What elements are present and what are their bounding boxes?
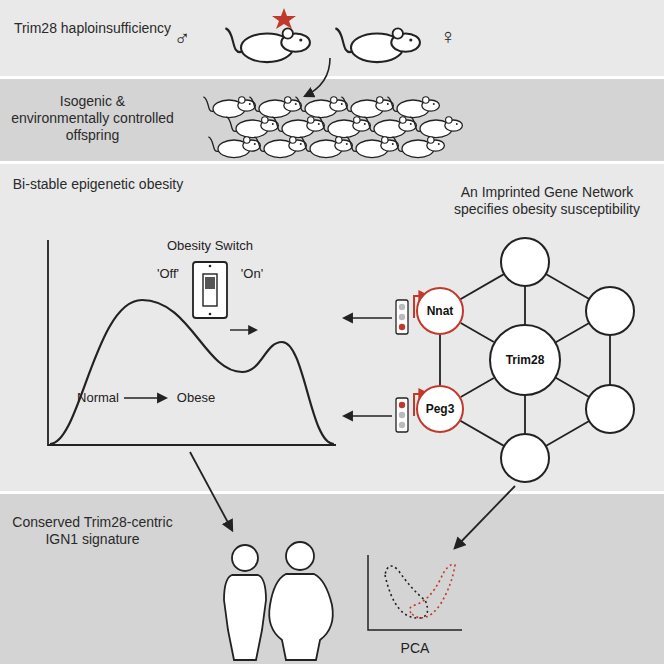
band-panel: Conserved Trim28-centric IGN1 signature [0,494,664,664]
band-title: Isogenic & environmentally controlled of… [10,93,175,144]
band-title: An Imprinted Gene Network specifies obes… [434,184,660,218]
band-title: Bi-stable epigenetic obesity [8,176,188,193]
network-link [461,378,494,397]
band-panel: Trim28 haploinsufficiency [0,0,664,76]
band-title: Conserved Trim28-centric IGN1 signature [10,514,175,548]
sex-symbol: ♀ [440,24,457,49]
state-label: Normal [77,390,119,406]
network-link [439,335,441,385]
band-title: Trim28 haploinsufficiency [10,20,175,37]
switch-state: 'On' [241,266,263,282]
network-node: Trim28 [489,324,561,396]
axis-label: PCA [401,640,430,657]
sex-symbol: ♂ [174,26,191,51]
gene-name: Peg3 [426,402,455,416]
band-panel: Bi-stable epigenetic obesity An Imprinted… [0,164,664,491]
network-link [461,323,494,342]
gene-name: Nnat [427,304,454,318]
switch-label: Obesity Switch [167,238,253,254]
network-node: Peg3 [416,385,464,433]
gene-name: Trim28 [506,353,545,367]
state-label: Obese [177,390,215,406]
switch-state: 'Off' [157,266,179,282]
network-node: Nnat [416,287,464,335]
